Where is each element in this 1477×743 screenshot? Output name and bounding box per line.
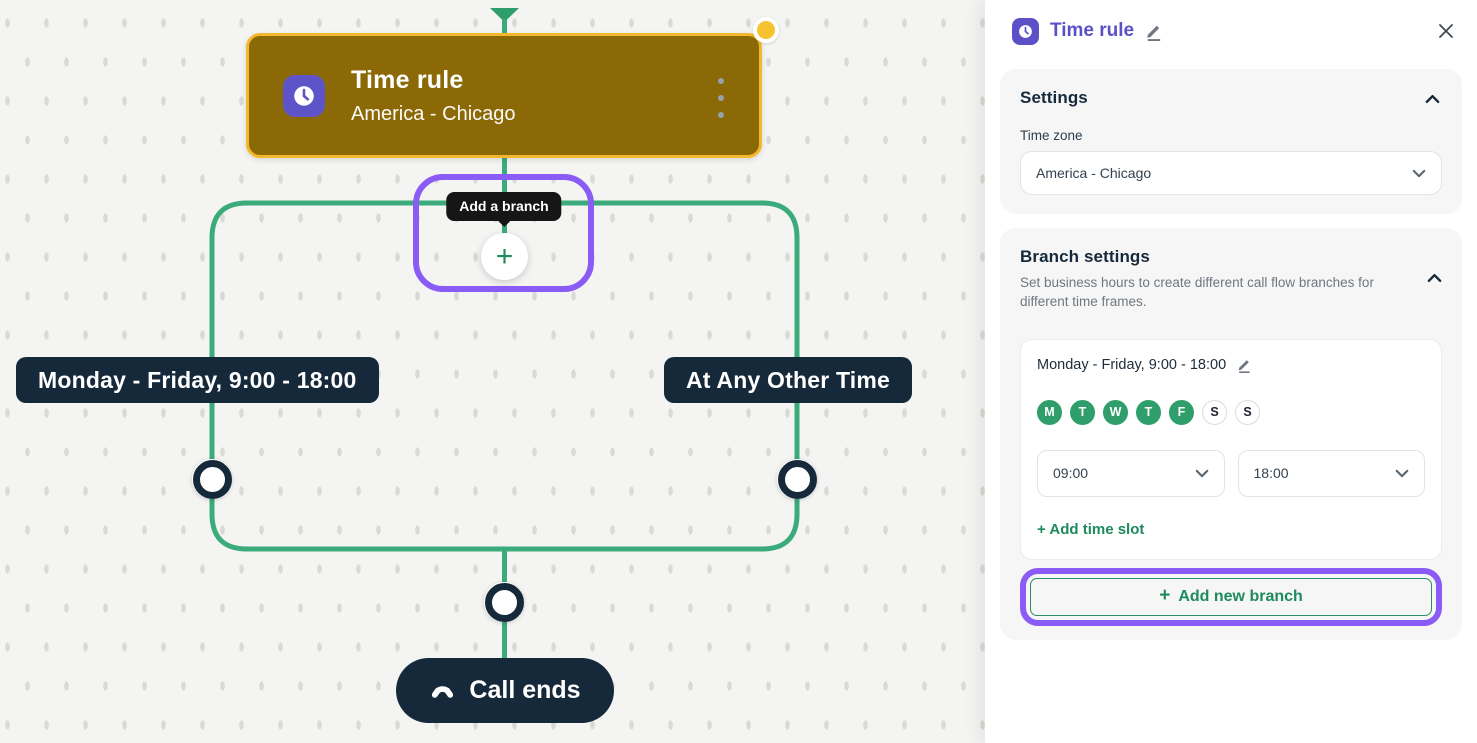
add-branch-plus-button[interactable]: +: [481, 233, 528, 280]
time-rule-node-text: Time rule America - Chicago: [351, 66, 516, 126]
day-chip-2[interactable]: W: [1103, 399, 1128, 425]
close-icon: [1439, 24, 1453, 38]
chevron-up-icon: [1427, 273, 1442, 283]
day-chip-5[interactable]: S: [1202, 399, 1227, 425]
add-new-branch-button[interactable]: + Add new branch: [1030, 577, 1432, 616]
branch-settings-card: Branch settings Set business hours to cr…: [1000, 228, 1462, 640]
collapse-branch-settings-button[interactable]: [1425, 269, 1444, 288]
pencil-icon: [1238, 359, 1250, 373]
call-ends-label: Call ends: [469, 676, 581, 704]
day-chip-0[interactable]: M: [1037, 399, 1062, 425]
add-branch-tooltip: Add a branch: [446, 192, 562, 221]
clock-icon: [283, 74, 325, 117]
chevron-up-icon: [1425, 94, 1440, 104]
timezone-select[interactable]: America - Chicago: [1020, 151, 1442, 195]
flow-canvas[interactable]: Time rule America - Chicago Add a branch…: [0, 0, 985, 743]
add-new-branch-highlight-ring: + Add new branch: [1020, 567, 1442, 626]
node-title: Time rule: [351, 65, 464, 94]
chevron-down-icon: [1395, 469, 1409, 477]
add-new-branch-label: Add new branch: [1178, 587, 1303, 605]
collapse-settings-button[interactable]: [1423, 90, 1442, 109]
pencil-icon: [1147, 25, 1161, 41]
start-time-value: 09:00: [1053, 465, 1089, 482]
start-time-select[interactable]: 09:00: [1037, 449, 1225, 497]
time-rule-panel: Time rule Settings Time zone America - C…: [985, 0, 1477, 743]
panel-header: Time rule: [1000, 0, 1462, 57]
connector-bottom[interactable]: [484, 582, 524, 622]
panel-title: Time rule: [1050, 20, 1135, 41]
settings-card: Settings Time zone America - Chicago: [1000, 69, 1462, 214]
close-panel-button[interactable]: [1432, 17, 1460, 45]
end-time-value: 18:00: [1253, 465, 1289, 482]
end-time-select[interactable]: 18:00: [1237, 449, 1425, 497]
day-chip-3[interactable]: T: [1136, 399, 1161, 425]
branch-label-business-hours: Monday - Friday, 9:00 - 18:00: [16, 357, 379, 403]
incoming-arrow-icon: [490, 8, 519, 22]
branch-settings-title: Branch settings: [1020, 247, 1150, 266]
node-subtitle: America - Chicago: [351, 102, 516, 125]
chevron-down-icon: [1412, 169, 1426, 177]
clock-icon: [1012, 17, 1039, 45]
slot-title: Monday - Friday, 9:00 - 18:00: [1037, 356, 1227, 373]
day-chip-6[interactable]: S: [1235, 399, 1260, 425]
timezone-label: Time zone: [1020, 128, 1083, 143]
plus-icon: +: [1159, 585, 1171, 607]
chevron-down-icon: [1195, 469, 1208, 477]
add-time-slot-button[interactable]: + Add time slot: [1037, 520, 1145, 538]
node-notification-dot: [753, 17, 779, 43]
connector-right[interactable]: [777, 459, 817, 499]
phone-hangup-icon: [429, 680, 456, 702]
edit-title-button[interactable]: [1140, 18, 1167, 45]
branch-label-any-other-time: At Any Other Time: [664, 357, 913, 403]
node-menu-kebab-icon[interactable]: [701, 72, 741, 124]
settings-title: Settings: [1020, 88, 1088, 107]
time-range-row: 09:00 18:00: [1037, 449, 1425, 497]
timezone-value: America - Chicago: [1036, 165, 1152, 181]
day-chip-4[interactable]: F: [1169, 399, 1194, 425]
call-ends-node[interactable]: Call ends: [396, 658, 614, 723]
day-chip-1[interactable]: T: [1070, 399, 1095, 425]
branch-settings-description: Set business hours to create different c…: [1020, 275, 1374, 309]
edit-slot-button[interactable]: [1236, 357, 1252, 373]
connector-left[interactable]: [192, 459, 232, 499]
time-rule-node[interactable]: Time rule America - Chicago: [246, 17, 779, 158]
